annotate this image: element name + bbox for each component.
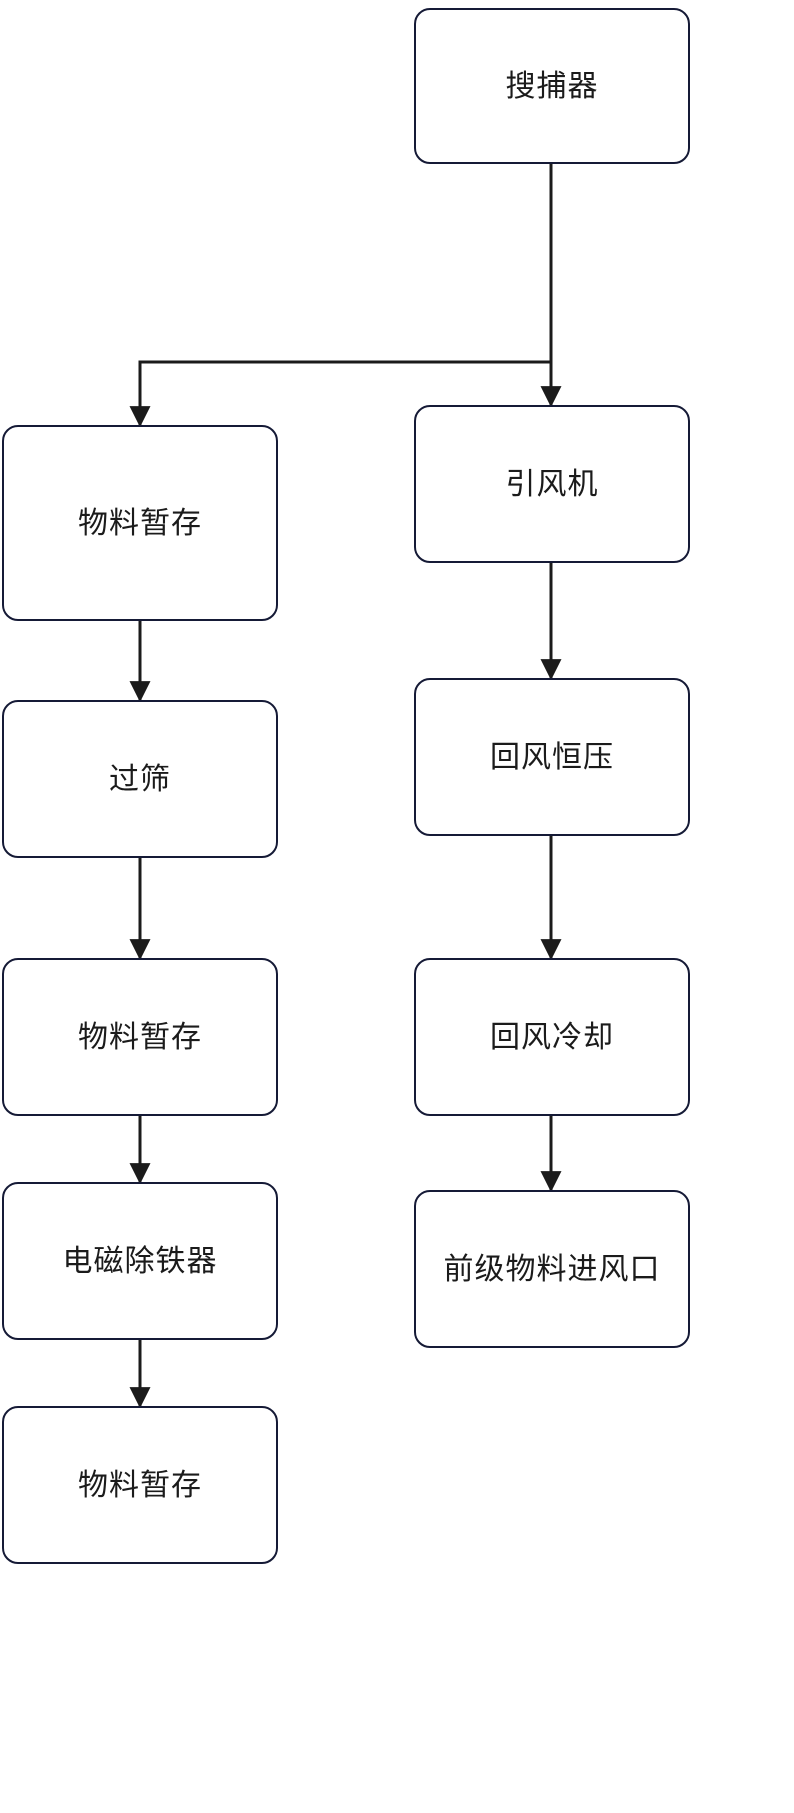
node-wuliaozancun-2[interactable]: 物料暂存	[2, 958, 278, 1116]
node-label: 回风恒压	[490, 740, 614, 774]
node-label: 电磁除铁器	[62, 1244, 218, 1278]
node-label: 回风冷却	[490, 1020, 614, 1054]
node-qianjiwuliaojinfengkou[interactable]: 前级物料进风口	[414, 1190, 690, 1348]
node-label: 过筛	[109, 762, 171, 796]
node-huifenglengque[interactable]: 回风冷却	[414, 958, 690, 1116]
node-label: 前级物料进风口	[443, 1252, 661, 1286]
node-label: 物料暂存	[78, 506, 202, 540]
node-label: 物料暂存	[78, 1020, 202, 1054]
node-huifenghengya[interactable]: 回风恒压	[414, 678, 690, 836]
node-label: 物料暂存	[78, 1468, 202, 1502]
node-label: 引风机	[505, 467, 599, 501]
node-label: 搜捕器	[505, 69, 599, 103]
node-guoshai[interactable]: 过筛	[2, 700, 278, 858]
node-diancichutieqi[interactable]: 电磁除铁器	[2, 1182, 278, 1340]
node-wuliaozancun-1[interactable]: 物料暂存	[2, 425, 278, 621]
node-wuliaozancun-3[interactable]: 物料暂存	[2, 1406, 278, 1564]
node-souburqi[interactable]: 搜捕器	[414, 8, 690, 164]
node-yinfengji[interactable]: 引风机	[414, 405, 690, 563]
